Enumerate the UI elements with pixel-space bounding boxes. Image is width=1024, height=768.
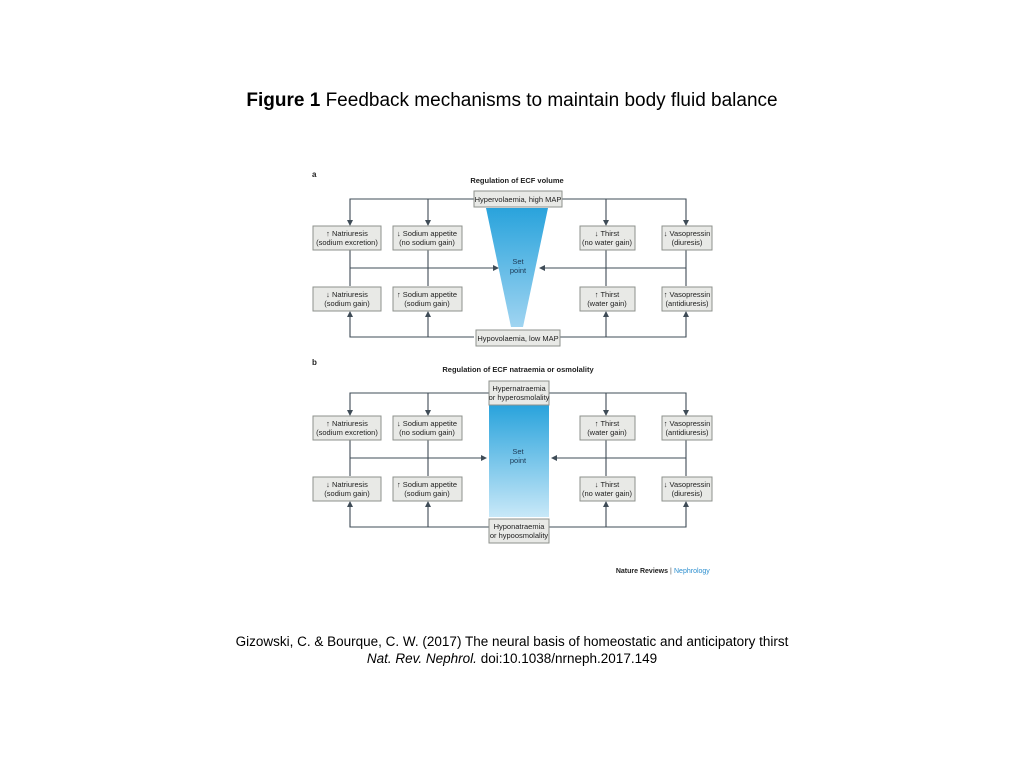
panel-b-upper-box-vasopressin — [661, 415, 713, 441]
panel-a-top-box-label: Hypervolaemia, high MAP — [475, 195, 562, 204]
panel-a-lower-box-natriuresis-line1: ↓ Natriuresis — [326, 290, 368, 299]
panel-a-upper-box-thirst-line1: ↓ Thirst — [595, 229, 620, 238]
panel-b-title: Regulation of ECF natraemia or osmolalit… — [442, 365, 594, 374]
panel-a-upper-box-vasopressin — [661, 225, 713, 251]
panel-a-lower-box-thirst — [579, 286, 636, 312]
figure-title: Figure 1 Feedback mechanisms to maintain… — [0, 90, 1024, 112]
figure-caption: Feedback mechanisms to maintain body flu… — [325, 90, 778, 111]
citation-journal: Nat. Rev. Nephrol. — [366, 651, 477, 666]
panel-b-lower-box-vasopressin-line2: (diuresis) — [672, 489, 703, 498]
panel-a-set-point-shape — [486, 208, 548, 327]
journal-credit-journal: Nephrology — [674, 568, 710, 575]
panel-b-bottom-box — [488, 518, 550, 544]
panel-b-connectors — [347, 392, 689, 528]
citation-source: Nat. Rev. Nephrol. doi:10.1038/nrneph.20… — [0, 650, 1024, 667]
panel-a-lower-box-sodium-appetite-line2: (sodium gain) — [404, 299, 450, 308]
panel-a-bottom-box — [475, 329, 561, 347]
panel-b-upper-box-thirst-line1: ↑ Thirst — [595, 419, 620, 428]
citation: Gizowski, C. & Bourque, C. W. (2017) The… — [0, 633, 1024, 667]
panel-b-upper-box-sodium-appetite — [392, 415, 463, 441]
panel-b-bottom-box-line2: or hypoosmolality — [490, 531, 549, 540]
figure-label: Figure 1 — [246, 90, 321, 111]
panel-a-lower-box-natriuresis — [312, 286, 382, 312]
panel-a-set-point-line2: point — [510, 266, 527, 275]
panel-a-bottom-box-label: Hypovolaemia, low MAP — [477, 334, 558, 343]
panel-b-lower-box-sodium-appetite-line1: ↑ Sodium appetite — [397, 480, 457, 489]
panel-b-upper-box-natriuresis — [312, 415, 382, 441]
panel-b-upper-box-natriuresis-line2: (sodium excretion) — [316, 428, 378, 437]
panel-a-title: Regulation of ECF volume — [470, 176, 563, 185]
panel-b-upper-box-thirst-line2: (water gain) — [587, 428, 627, 437]
panel-b-set-point-line2: point — [510, 456, 527, 465]
panel-b-bottom-box-line1: Hyponatraemia — [494, 522, 546, 531]
panel-a-upper-box-sodium-appetite — [392, 225, 463, 251]
panel-b-top-box-line1: Hypernatraemia — [492, 384, 546, 393]
panel-b-set-point-shape — [489, 405, 549, 517]
panel-b-lower-box-sodium-appetite-line2: (sodium gain) — [404, 489, 450, 498]
panel-b-upper-box-sodium-appetite-line1: ↓ Sodium appetite — [397, 419, 457, 428]
panel-a-lower-box-sodium-appetite-line1: ↑ Sodium appetite — [397, 290, 457, 299]
panel-b-upper-box-sodium-appetite-line2: (no sodium gain) — [399, 428, 455, 437]
panel-a-upper-box-thirst — [579, 225, 636, 251]
panel-b-set-point-line1: Set — [512, 447, 524, 456]
panel-a-upper-box-sodium-appetite-line1: ↓ Sodium appetite — [397, 229, 457, 238]
panel-b-top-box — [488, 380, 550, 406]
panel-b-upper-box-vasopressin-line1: ↑ Vasopressin — [664, 419, 711, 428]
panel-a-upper-box-natriuresis-line1: ↑ Natriuresis — [326, 229, 368, 238]
panel-a-lower-box-thirst-line2: (water gain) — [587, 299, 627, 308]
panel-a-upper-box-thirst-line2: (no water gain) — [582, 238, 633, 247]
journal-credit-brand: Nature Reviews — [616, 568, 668, 575]
panel-a-upper-box-vasopressin-line2: (diuresis) — [672, 238, 703, 247]
panel-a-connectors — [347, 198, 689, 338]
panel-b-upper-box-thirst — [579, 415, 636, 441]
panel-a-lower-box-natriuresis-line2: (sodium gain) — [324, 299, 370, 308]
panel-b-lower-box-natriuresis-line2: (sodium gain) — [324, 489, 370, 498]
panel-b-lower-box-natriuresis-line1: ↓ Natriuresis — [326, 480, 368, 489]
panel-b-lower-box-vasopressin-line1: ↓ Vasopressin — [664, 480, 711, 489]
panel-a-set-point-line1: Set — [512, 257, 524, 266]
panel-a-lower-box-vasopressin-line1: ↑ Vasopressin — [664, 290, 711, 299]
panel-b-lower-box-thirst-line1: ↓ Thirst — [595, 480, 620, 489]
panel-a-top-box — [473, 190, 563, 208]
panel-a-lower-box-vasopressin-line2: (antidiuresis) — [666, 299, 709, 308]
journal-credit-separator: | — [670, 568, 672, 575]
panel-a-lower-box-thirst-line1: ↑ Thirst — [595, 290, 620, 299]
panel-a-lower-box-vasopressin — [661, 286, 713, 312]
panel-b-lower-box-thirst — [579, 476, 636, 502]
panel-b-label: b — [312, 358, 317, 367]
panel-a-upper-box-vasopressin-line1: ↓ Vasopressin — [664, 229, 711, 238]
panel-a-upper-box-sodium-appetite-line2: (no sodium gain) — [399, 238, 455, 247]
panel-b-upper-box-natriuresis-line1: ↑ Natriuresis — [326, 419, 368, 428]
panel-b-lower-box-vasopressin — [661, 476, 713, 502]
panel-b-upper-box-vasopressin-line2: (antidiuresis) — [666, 428, 709, 437]
panel-b-lower-box-sodium-appetite — [392, 476, 463, 502]
citation-doi: doi:10.1038/nrneph.2017.149 — [480, 651, 658, 666]
panel-a-label: a — [312, 170, 317, 179]
panel-a-upper-box-natriuresis-line2: (sodium excretion) — [316, 238, 378, 247]
citation-authors-title: Gizowski, C. & Bourque, C. W. (2017) The… — [235, 634, 789, 649]
panel-a-lower-box-sodium-appetite — [392, 286, 463, 312]
panel-b-top-box-line2: or hyperosmolality — [489, 393, 550, 402]
panel-b-lower-box-natriuresis — [312, 476, 382, 502]
panel-a-upper-box-natriuresis — [312, 225, 382, 251]
panel-b-lower-box-thirst-line2: (no water gain) — [582, 489, 633, 498]
